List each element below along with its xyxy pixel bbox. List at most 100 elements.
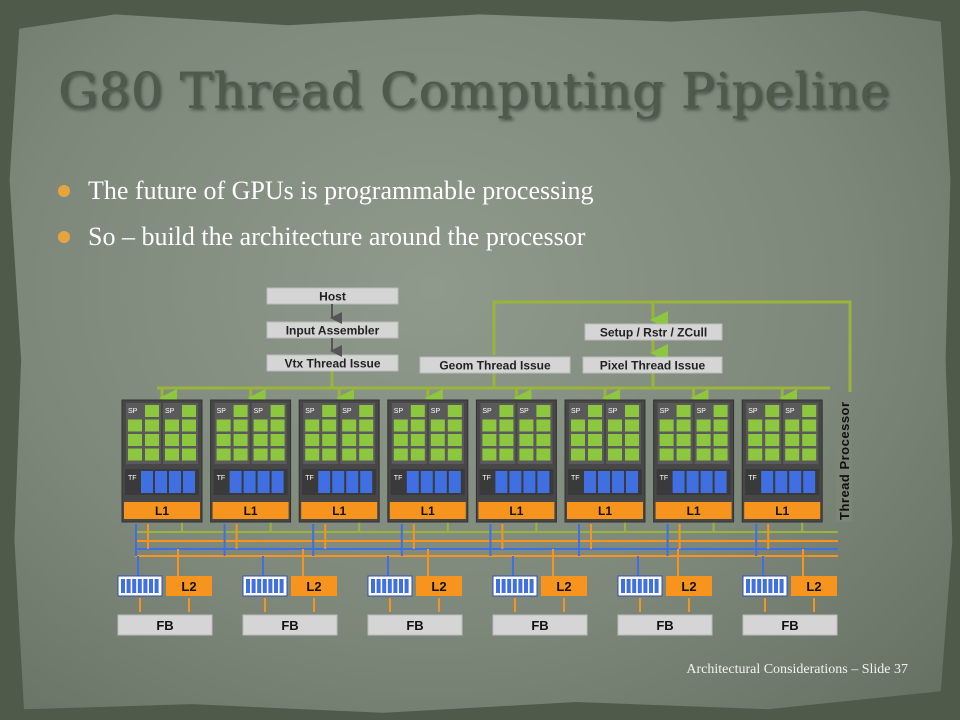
l2-cache-box (791, 576, 837, 596)
rop-cell (126, 579, 131, 593)
sp-core-cell (785, 419, 800, 432)
sp-core-cell (128, 419, 142, 432)
sp-core-cell (165, 434, 179, 446)
l1-cache-box (567, 502, 643, 519)
sp-core-cell (608, 419, 622, 432)
tf-label: TF (305, 475, 314, 482)
sp-label: SP (165, 408, 175, 415)
sp-core-cell (447, 434, 462, 446)
rop-cell (643, 579, 648, 593)
pixel-thread-issue-label: Pixel Thread Issue (600, 359, 706, 373)
setup-rstr-zcull-box (584, 323, 723, 341)
sp-core-cell (216, 419, 231, 432)
sp-core-cell (499, 405, 514, 417)
rop-cell (751, 579, 756, 593)
fb-box (617, 614, 713, 636)
sp-core-cell (165, 448, 179, 461)
sp-core-cell (270, 405, 285, 417)
sp-core-cell (785, 434, 800, 446)
sp-core-cell (625, 405, 639, 417)
sp-core-cell (393, 419, 408, 432)
tf-cell (714, 471, 727, 493)
bullet-list: The future of GPUs is programmable proce… (58, 168, 593, 260)
tf-cell (332, 471, 345, 493)
rop-cell (121, 579, 125, 593)
sp-core-cell (482, 448, 497, 461)
sp-label: SP (697, 408, 707, 415)
tf-cell (229, 471, 242, 493)
sp-core-cell (128, 448, 142, 461)
sp-core-cell (482, 434, 497, 446)
sp-core-cell (659, 419, 674, 432)
fb-box (742, 614, 838, 636)
tf-cell (598, 471, 610, 493)
tf-label: TF (482, 475, 491, 482)
tf-cell (448, 471, 461, 493)
sp-label: SP (217, 408, 227, 415)
sp-core-cell (233, 419, 248, 432)
thread-processor-label: Thread Processor (837, 401, 852, 520)
sp-core-cell (410, 405, 425, 417)
bullet-item: So – build the architecture around the p… (58, 214, 593, 260)
l1-cache-box (744, 502, 821, 519)
tf-cell (271, 471, 284, 493)
rop-cell (496, 579, 500, 593)
sp-core-cell (430, 434, 445, 446)
rop-cell (757, 579, 762, 593)
l2-cache-box (166, 576, 212, 596)
l1-cache-box (124, 502, 200, 519)
rop-cell (246, 579, 250, 593)
sp-core-cell (571, 434, 585, 446)
rop-cell (137, 579, 142, 593)
sp-core-cell (410, 448, 425, 461)
sp-core-cell (588, 405, 602, 417)
sp-label: SP (660, 408, 670, 415)
fb-box (242, 614, 338, 636)
rop-cell (774, 579, 778, 593)
sp-label: SP (608, 408, 618, 415)
input-assembler-label: Input Assembler (286, 324, 380, 338)
rop-cell (654, 579, 659, 593)
tf-cell (360, 471, 373, 493)
tf-cell (803, 471, 816, 493)
tf-cell (612, 471, 624, 493)
tf-label: TF (217, 475, 226, 482)
feedback-loop-line (492, 300, 852, 392)
l2-cache-box (291, 576, 337, 596)
sp-core-cell (447, 448, 462, 461)
sp-label: SP (394, 408, 404, 415)
slide-title: G80 Thread Computing Pipeline (58, 62, 890, 120)
bullet-item: The future of GPUs is programmable proce… (58, 168, 593, 214)
host-label: Host (319, 290, 346, 304)
sp-core-cell (499, 419, 514, 432)
sp-core-cell (713, 405, 728, 417)
l1-label: L1 (687, 504, 701, 518)
tf-cell (672, 471, 685, 493)
tf-cell (141, 471, 153, 493)
l1-label: L1 (332, 504, 346, 518)
tf-cell (761, 471, 774, 493)
sp-core-cell (608, 448, 622, 461)
sp-core-cell (659, 434, 674, 446)
rop-cell (399, 579, 403, 593)
tf-cell (686, 471, 699, 493)
tf-cell (789, 471, 802, 493)
sp-core-cell (785, 448, 800, 461)
rop-cell (268, 579, 273, 593)
sp-core-cell (430, 419, 445, 432)
l2-label: L2 (681, 579, 696, 594)
l1-label: L1 (244, 504, 258, 518)
sp-core-cell (216, 448, 231, 461)
l2-label: L2 (306, 579, 321, 594)
tf-cell (434, 471, 447, 493)
rop-cell (507, 579, 512, 593)
l1-cache-box (212, 502, 289, 519)
sp-core-cell (748, 419, 763, 432)
rop-cell (518, 579, 523, 593)
rop-cell (637, 579, 642, 593)
